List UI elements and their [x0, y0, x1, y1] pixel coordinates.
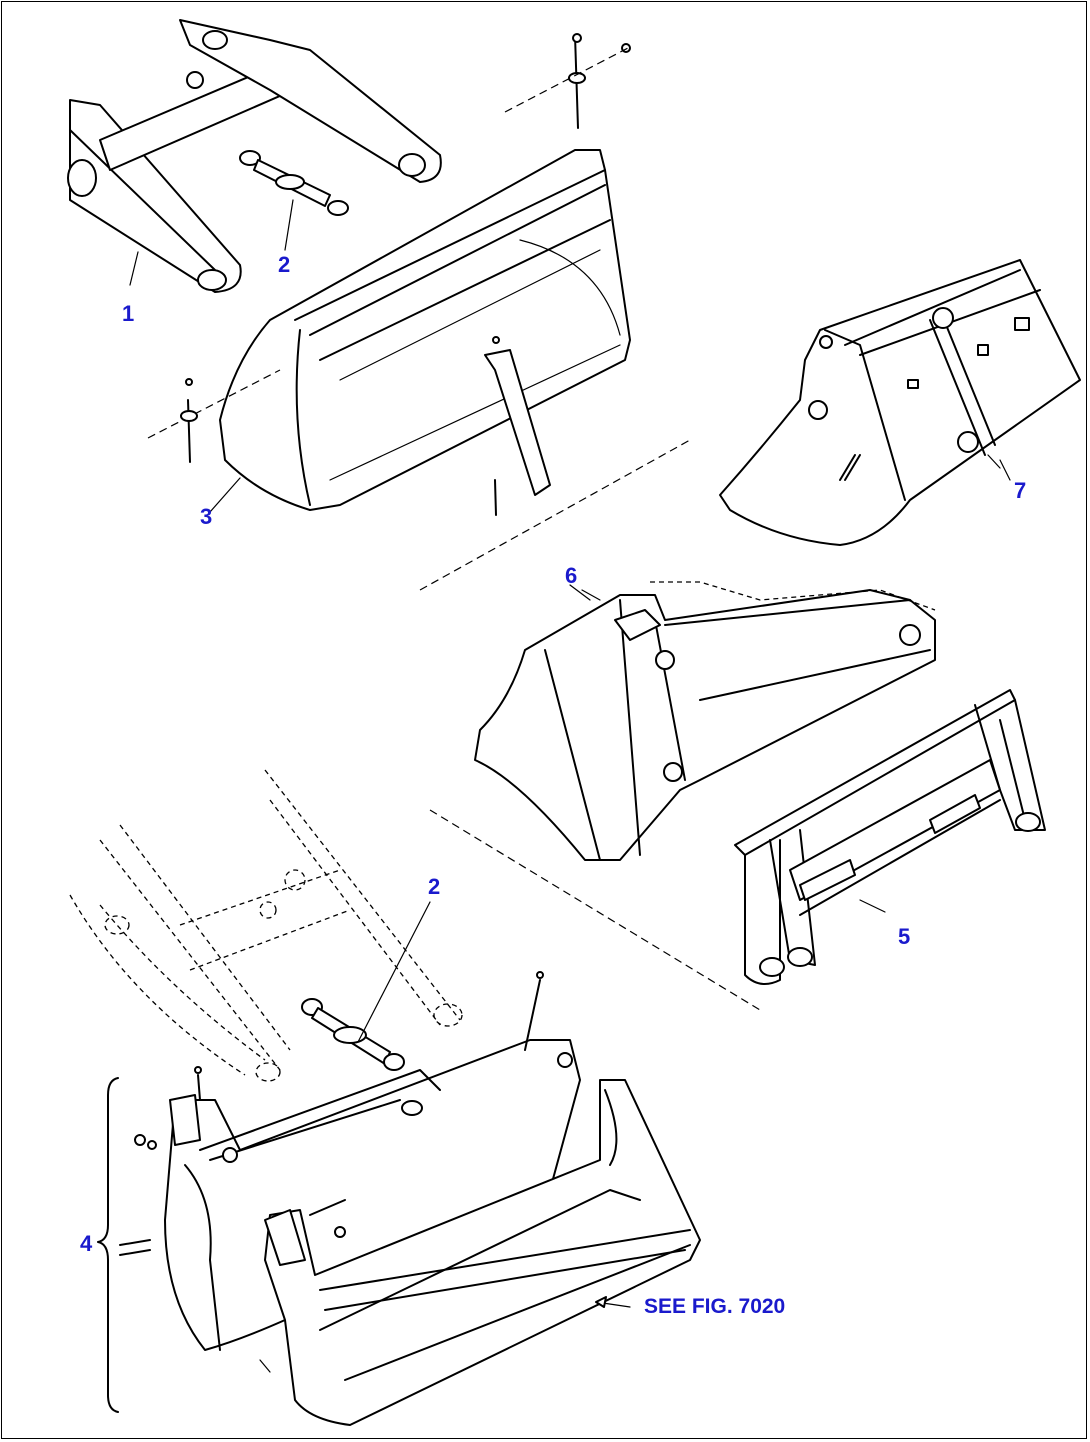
- callout-3: 3: [200, 504, 213, 529]
- callout-7: 7: [1014, 478, 1027, 503]
- callout-6: 6: [565, 563, 578, 588]
- pin-hardware-top: [504, 33, 631, 129]
- pin-hardware-left: [147, 369, 281, 463]
- lift-arm-ghost: [69, 769, 463, 1082]
- assembly-bracket-part-4: [97, 1077, 119, 1413]
- callout-4: 4: [80, 1231, 93, 1256]
- bucket-part-7: [719, 259, 1081, 546]
- callout-2-lower: 2: [428, 874, 441, 899]
- callout-leaders: [581, 454, 1001, 601]
- callout-2-upper: 2: [278, 252, 291, 277]
- turnbuckle-part-2-lower: [301, 901, 431, 1071]
- callout-1: 1: [122, 301, 135, 326]
- quick-coupler-part-5: [734, 689, 1046, 985]
- see-figure-reference: SEE FIG. 7020: [644, 1295, 786, 1318]
- callout-5: 5: [898, 924, 911, 949]
- lift-arm-part-1: [67, 19, 442, 293]
- bucket-part-6: [474, 581, 936, 861]
- bucket-part-4: [119, 971, 701, 1426]
- bucket-part-3: [209, 149, 631, 513]
- bucket-bracket: [484, 336, 551, 516]
- reference-arrow: [595, 1296, 631, 1308]
- turnbuckle-part-2-upper: [239, 150, 349, 251]
